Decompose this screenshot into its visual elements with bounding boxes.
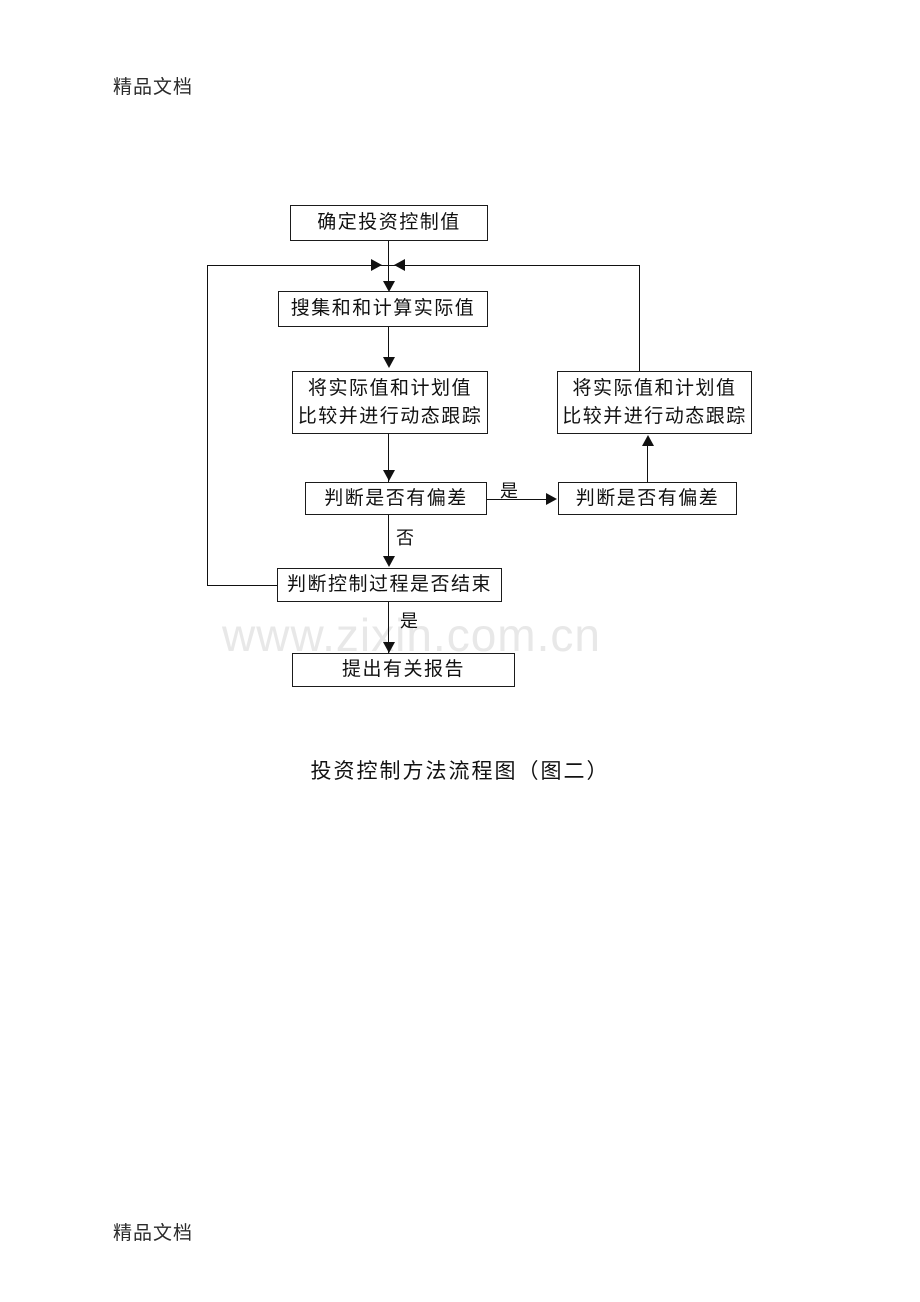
connector-n3-to-n4 — [388, 434, 389, 482]
flow-node-deviation-check-right[interactable]: 判断是否有偏差 — [558, 482, 737, 515]
figure-caption: 投资控制方法流程图（图二） — [310, 759, 610, 783]
arrow-n3-to-n4 — [383, 470, 395, 481]
connector-right-loop-vertical — [639, 265, 640, 371]
connector-n5-to-n6 — [388, 602, 389, 653]
edge-label-yes-branch: 是 — [500, 481, 519, 502]
edge-label-no-branch: 否 — [396, 528, 415, 549]
connector-n4-to-n5 — [388, 515, 389, 563]
flow-node-deviation-check-left[interactable]: 判断是否有偏差 — [305, 482, 487, 515]
page-footer-text: 精品文档 — [113, 1222, 194, 1244]
connector-feedback-bus — [207, 265, 640, 266]
flow-node-label: 确定投资控制值 — [317, 211, 461, 234]
connector-n8-to-n7 — [647, 445, 648, 482]
connector-bus-to-n2 — [388, 265, 389, 285]
watermark-text: www.zixin.com.cn — [222, 609, 601, 661]
connector-n1-to-junction — [388, 241, 389, 265]
flow-node-label-line2: 比较并进行动态跟踪 — [297, 404, 483, 427]
flow-node-label: 判断是否有偏差 — [575, 486, 720, 509]
flow-node-process-end-check[interactable]: 判断控制过程是否结束 — [277, 568, 502, 602]
connector-left-loop-vertical — [207, 265, 208, 585]
flow-node-label: 提出有关报告 — [341, 658, 465, 681]
arrow-n2-to-n3 — [383, 357, 395, 368]
connector-n2-to-n3 — [388, 327, 389, 360]
edge-label-end-yes: 是 — [400, 611, 419, 632]
arrow-bus-to-n2 — [383, 281, 395, 292]
connector-n4-to-n8 — [487, 499, 547, 500]
arrow-n4-to-n5 — [383, 556, 395, 567]
flow-node-label-line2: 比较并进行动态跟踪 — [562, 404, 747, 427]
flow-node-submit-report[interactable]: 提出有关报告 — [292, 653, 515, 687]
flow-node-label: 判断控制过程是否结束 — [286, 573, 492, 596]
flow-node-label: 判断是否有偏差 — [324, 486, 468, 509]
arrow-n5-to-n6 — [383, 642, 395, 653]
flow-node-determine-control-value[interactable]: 确定投资控制值 — [290, 205, 488, 241]
flow-node-label: 搜集和和计算实际值 — [290, 297, 476, 320]
arrow-left-loop-into-bus — [371, 259, 382, 271]
arrow-n4-to-n8 — [546, 493, 557, 505]
flow-node-collect-compute-actual[interactable]: 搜集和和计算实际值 — [278, 291, 488, 327]
arrow-right-loop-into-bus — [394, 259, 405, 271]
page-header-text: 精品文档 — [113, 76, 194, 98]
flow-node-compare-track-right[interactable]: 将实际值和计划值 比较并进行动态跟踪 — [557, 371, 752, 434]
arrow-n8-to-n7 — [642, 435, 654, 446]
flow-node-compare-track-left[interactable]: 将实际值和计划值 比较并进行动态跟踪 — [292, 371, 488, 434]
flow-node-label-line1: 将实际值和计划值 — [572, 376, 737, 399]
flow-node-label-line1: 将实际值和计划值 — [307, 376, 472, 399]
connector-left-loop-horizontal — [207, 585, 278, 586]
